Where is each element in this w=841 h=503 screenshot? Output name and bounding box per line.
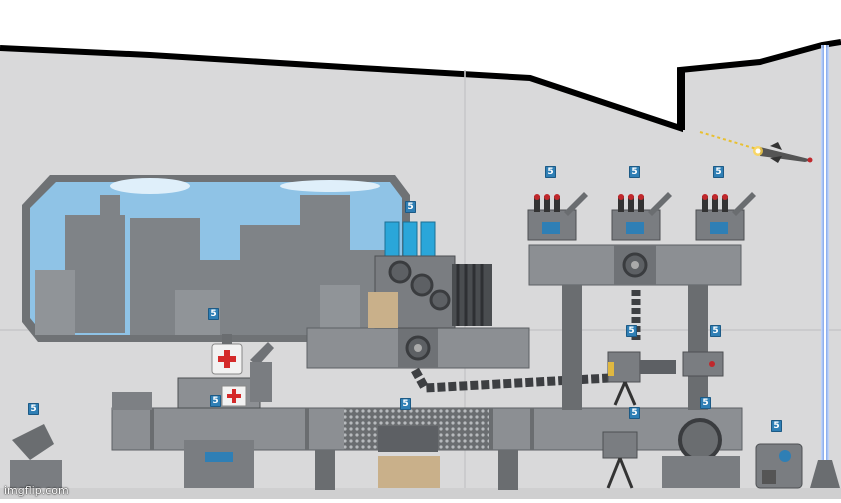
chain-conveyor bbox=[411, 367, 611, 393]
level-badge: 5 bbox=[629, 166, 640, 178]
turret-icon bbox=[10, 342, 440, 488]
level-badge: 5 bbox=[28, 403, 39, 415]
middle-platform bbox=[306, 327, 530, 369]
missile-icon bbox=[699, 131, 813, 163]
upper-platform bbox=[528, 244, 742, 410]
level-badge: 5 bbox=[710, 325, 721, 337]
level-badge: 5 bbox=[713, 166, 724, 178]
watermark: imgflip.com bbox=[4, 484, 69, 497]
level-badge: 5 bbox=[210, 395, 221, 407]
level-badge: 5 bbox=[545, 166, 556, 178]
battery-icon bbox=[368, 221, 492, 329]
level-badge: 5 bbox=[771, 420, 782, 432]
level-badge: 5 bbox=[208, 308, 219, 320]
level-badge: 5 bbox=[405, 201, 416, 213]
level-badge: 5 bbox=[626, 325, 637, 337]
level-badge: 5 bbox=[629, 407, 640, 419]
level-badge: 5 bbox=[700, 397, 711, 409]
laser-emitter-icon bbox=[755, 443, 840, 489]
level-badge: 5 bbox=[400, 398, 411, 410]
laser-beam bbox=[821, 45, 829, 465]
rocket-launcher-icon bbox=[527, 192, 756, 241]
city-window bbox=[22, 175, 410, 342]
minigun-icon bbox=[602, 351, 740, 489]
